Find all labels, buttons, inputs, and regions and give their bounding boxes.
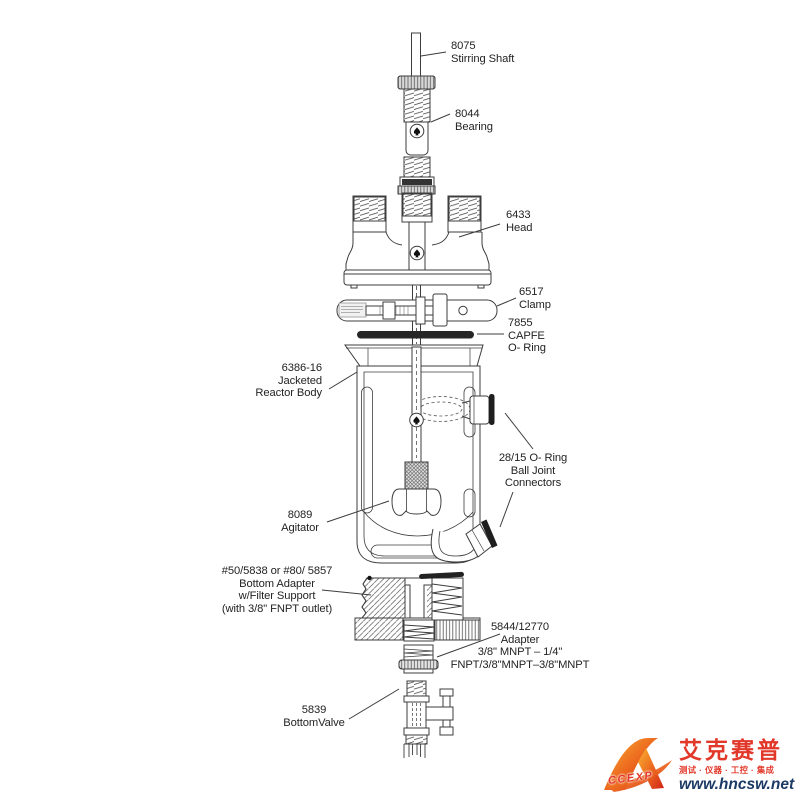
bottom-adapter-drawing <box>354 571 481 642</box>
label-ball-joint-connectors: 28/15 O- Ring Ball Joint Connectors <box>498 452 568 490</box>
label-head: 6433 Head <box>506 209 533 234</box>
label-clamp: 6517 Clamp <box>519 286 551 311</box>
label-capfe-oring: 7855 CAPFE O- Ring <box>508 317 546 355</box>
adapter-drawing <box>398 644 439 674</box>
head-drawing <box>343 192 492 289</box>
brand-tagline: 测试 · 仪器 · 工控 · 集成 <box>679 765 775 775</box>
label-bottom-adapter: #50/5838 or #80/ 5857 Bottom Adapter w/F… <box>221 565 333 615</box>
agitator-drawing <box>391 461 442 516</box>
label-reactor-body: 6386-16 Jacketed Reactor Body <box>255 362 322 400</box>
ball-joint-connector-bottom-drawing <box>430 519 498 563</box>
label-bottom-valve: 5839 BottomValve <box>283 704 345 729</box>
label-stirring-shaft: 8075 Stirring Shaft <box>451 40 515 65</box>
bottom-valve-drawing <box>403 680 454 758</box>
capfe-oring-drawing <box>357 331 474 339</box>
label-agitator: 8089 Agitator <box>281 509 319 534</box>
accexp-watermark: CCEXP 艾克赛普 测试 · 仪器 · 工控 · 集成 www.hncsw.n… <box>602 732 798 798</box>
bearing-drawing <box>397 75 436 195</box>
leader-lines <box>321 51 534 720</box>
label-adapter: 5844/12770 Adapter 3/8" MNPT – 1/4" FNPT… <box>450 621 590 671</box>
brand-url: www.hncsw.net <box>679 776 795 793</box>
clamp-drawing <box>336 293 498 327</box>
label-bearing: 8044 Bearing <box>455 108 493 133</box>
accexp-logo-icon <box>604 738 672 792</box>
brand-name-cn: 艾克赛普 <box>679 737 783 763</box>
stirring-shaft-drawing <box>411 32 421 78</box>
ball-joint-connector-top-drawing <box>411 394 495 425</box>
